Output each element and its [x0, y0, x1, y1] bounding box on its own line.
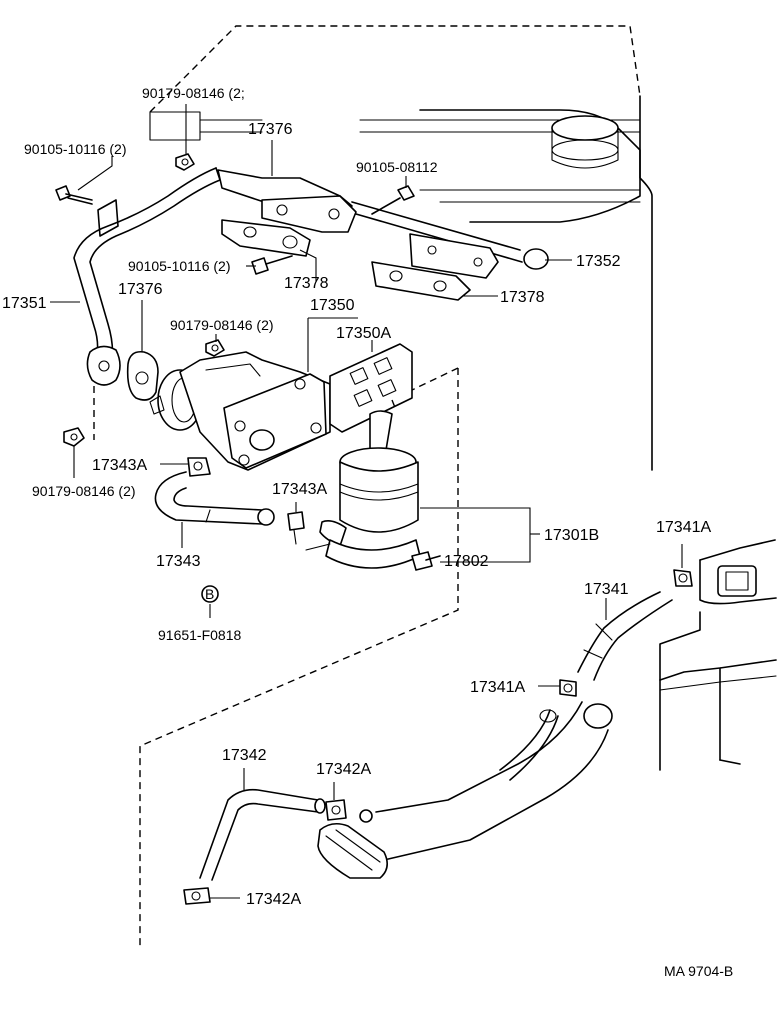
hose-clamp-icon	[187, 457, 211, 477]
bolt-icon	[55, 185, 93, 205]
gasket-17350A	[329, 343, 413, 433]
label-17343A-left: 17343A	[92, 457, 147, 474]
label-90105-10116-top: 90105-10116 (2)	[24, 141, 126, 157]
label-17341A-mid: 17341A	[470, 679, 525, 696]
hose-clamp-icon	[183, 887, 211, 905]
label-90179-08146-top: 90179-08146 (2;	[142, 85, 245, 101]
upper-valve-assembly	[217, 169, 549, 301]
hose-clamp-icon	[673, 569, 693, 587]
hose-clamp-icon	[559, 679, 577, 697]
figure-code: MA 9704-B	[664, 963, 733, 979]
label-17342A-top: 17342A	[316, 761, 371, 778]
bolt-icon	[371, 185, 415, 215]
air-pipe-17351	[73, 167, 221, 440]
label-17376-mid: 17376	[118, 281, 163, 298]
label-90179-08146-low: 90179-08146 (2)	[32, 483, 136, 499]
hose-clamp-icon	[411, 551, 441, 571]
nut-icon	[175, 153, 195, 171]
label-17350: 17350	[310, 297, 355, 314]
label-17343A-right: 17343A	[272, 481, 327, 498]
ref-B: B	[205, 586, 214, 602]
hose-17343	[154, 471, 275, 526]
hose-clamp-icon	[287, 511, 305, 545]
label-17301B: 17301B	[544, 527, 599, 544]
leader-lines	[50, 104, 683, 899]
label-91651-F0818: 91651-F0818	[158, 627, 242, 643]
label-17341A-top: 17341A	[656, 519, 711, 536]
label-17378-b: 17378	[500, 289, 545, 306]
gasket-17376	[126, 350, 159, 401]
label-17378-a: 17378	[284, 275, 329, 292]
hose-clamp-icon	[325, 799, 347, 821]
valve-17350	[149, 351, 331, 471]
label-17351: 17351	[2, 295, 47, 312]
cylinder-head-outline	[149, 25, 653, 471]
hose-17341	[577, 591, 673, 681]
bolt-icon	[251, 255, 293, 275]
label-17343: 17343	[156, 553, 201, 570]
nut-icon	[205, 339, 225, 357]
hose-17342	[199, 788, 326, 881]
nut-icon	[63, 427, 85, 447]
label-17342: 17342	[222, 747, 267, 764]
label-17342A-bottom: 17342A	[246, 891, 301, 908]
label-17341: 17341	[584, 581, 629, 598]
label-90105-08112: 90105-08112	[356, 159, 438, 175]
label-17350A: 17350A	[336, 325, 391, 342]
intake-pipe	[317, 701, 613, 879]
label-17352: 17352	[576, 253, 621, 270]
label-17376-top: 17376	[248, 121, 293, 138]
label-17802: 17802	[444, 553, 489, 570]
engine-rear-block	[659, 539, 777, 771]
label-90105-10116-mid: 90105-10116 (2)	[128, 258, 230, 274]
label-90179-08146-mid: 90179-08146 (2)	[170, 317, 274, 333]
part-labels: 90179-08146 (2; 90105-10116 (2) 17376 90…	[2, 85, 733, 979]
canister-17301B	[305, 410, 421, 569]
group-outline	[139, 367, 459, 948]
bolt-icon	[201, 585, 219, 603]
